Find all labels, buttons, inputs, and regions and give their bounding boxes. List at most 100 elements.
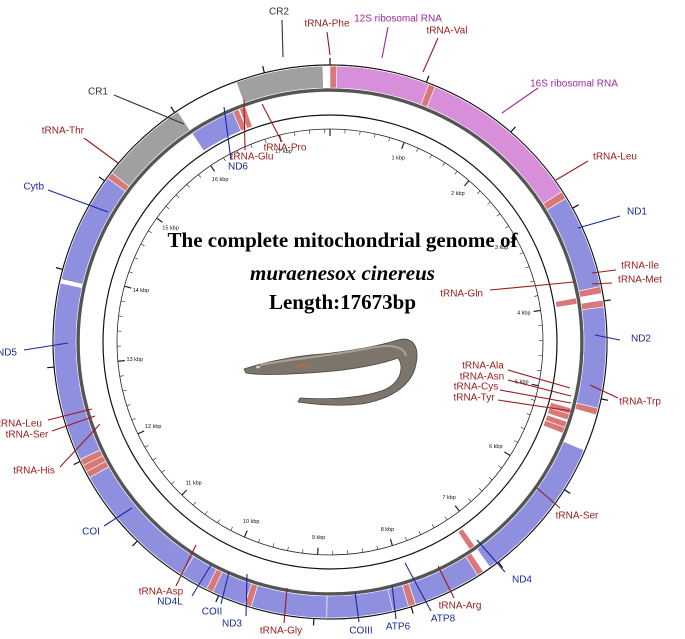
outer-tick [510, 126, 516, 133]
scale-tick [119, 375, 124, 377]
scale-tick [140, 243, 145, 247]
gene-label-nd3: ND3 [222, 619, 242, 630]
scale-tick [442, 162, 445, 167]
scale-tick [198, 174, 202, 178]
scale-tick [389, 538, 393, 546]
eel-eye [256, 365, 260, 369]
kbp-label: 11 kbp [186, 480, 202, 486]
scale-tick [117, 360, 125, 362]
gene-label-trna-ile: tRNA-Ile [621, 261, 659, 272]
feature-16s-ribosomal-rna [426, 86, 562, 205]
kbp-label: 8 kbp [381, 527, 394, 533]
gene-label-trna-pro: tRNA-Pro [264, 143, 307, 154]
leader-line [591, 282, 613, 285]
leader-line [245, 573, 248, 617]
outer-tick [603, 299, 611, 302]
scale-tick [243, 530, 248, 538]
leader-line [261, 103, 283, 143]
gene-label-trna-ala: tRNA-Ala [462, 361, 504, 372]
kbp-label: 12 kbp [145, 424, 162, 430]
leader-line [591, 269, 617, 274]
scale-tick [444, 516, 448, 521]
gene-label-trna-phe: tRNA-Phe [304, 19, 349, 30]
gene-label-nd2: ND2 [631, 334, 651, 345]
scale-tick [373, 133, 376, 138]
outer-tick [262, 65, 265, 74]
gene-label-16s-ribosomal-rna: 16S ribosomal RNA [530, 79, 618, 90]
scale-tick [137, 430, 145, 435]
leader-line [507, 369, 571, 389]
scale-tick [405, 536, 408, 541]
gene-label-trna-met: tRNA-Met [618, 275, 662, 286]
scale-tick [131, 418, 136, 421]
scale-tick [134, 257, 139, 260]
scale-tick [537, 369, 542, 372]
kbp-label: 5 kbp [515, 380, 528, 386]
scale-tick [429, 154, 432, 159]
scale-tick [477, 190, 481, 194]
scale-tick [264, 139, 267, 144]
scale-tick [401, 142, 405, 150]
kbp-label: 1 kbp [391, 156, 404, 162]
leader-line [594, 334, 621, 341]
gene-label-trna-leu: tRNA-Leu [593, 152, 637, 163]
scale-tick [156, 217, 163, 223]
gene-label-atp8: ATP8 [431, 614, 456, 625]
leader-line [59, 423, 101, 468]
scale-tick [503, 451, 511, 457]
feature-trna-asn [547, 407, 570, 421]
leader-line [243, 99, 246, 151]
outer-tick [410, 606, 414, 614]
scale-tick [362, 548, 364, 553]
leader-line [283, 587, 288, 624]
feature-trna-ile [578, 286, 603, 298]
scale-tick [161, 469, 165, 473]
scale-tick [468, 498, 472, 502]
scale-tick [510, 238, 517, 244]
gene-label-nd1: ND1 [627, 207, 647, 218]
backbone-ring [76, 88, 584, 596]
gene-label-trna-his: tRNA-His [13, 466, 55, 477]
kbp-label: 14 kbp [133, 288, 150, 294]
kbp-label: 4 kbp [517, 310, 530, 316]
leader-line [220, 571, 230, 605]
feature-trna-gln [555, 297, 578, 308]
scale-tick [258, 538, 261, 543]
feature-trna-trp [574, 402, 599, 416]
gene-label-trna-thr: tRNA-Thr [42, 126, 85, 137]
scale-tick [463, 180, 470, 187]
feature-trna-pro [239, 106, 253, 129]
gene-label-atp6: ATP6 [386, 622, 411, 633]
leader-line [577, 215, 621, 229]
leader-line [404, 562, 432, 612]
scale-tick [520, 426, 525, 430]
scale-tick [210, 165, 216, 172]
gene-label-nd5: ND5 [0, 348, 17, 359]
gene-label-cr1: CR1 [88, 87, 108, 98]
leader-line [223, 106, 232, 161]
gene-label-coi: COI [82, 527, 100, 538]
gene-label-trna-leu: tRNA-Leu [0, 419, 42, 430]
scale-tick [192, 501, 196, 506]
kbp-label: 2 kbp [451, 191, 464, 197]
scale-tick [388, 137, 391, 142]
scale-tick [120, 300, 125, 303]
outer-tick [215, 595, 220, 603]
feature-cr2 [236, 65, 324, 104]
gene-label-coii: COII [202, 607, 223, 618]
leader-line [422, 37, 439, 73]
leader-line [47, 408, 93, 421]
leader-line [499, 389, 572, 404]
scale-tick [376, 545, 379, 550]
scale-tick [519, 252, 524, 255]
kbp-label: 6 kbp [489, 444, 502, 450]
gene-label-nd4l: ND4L [157, 597, 183, 608]
scale-tick [487, 201, 491, 205]
feature-trna-tyr [542, 419, 566, 434]
gene-label-trna-trp: tRNA-Trp [619, 397, 661, 408]
outer-tick [572, 204, 579, 209]
scale-tick [148, 230, 152, 234]
